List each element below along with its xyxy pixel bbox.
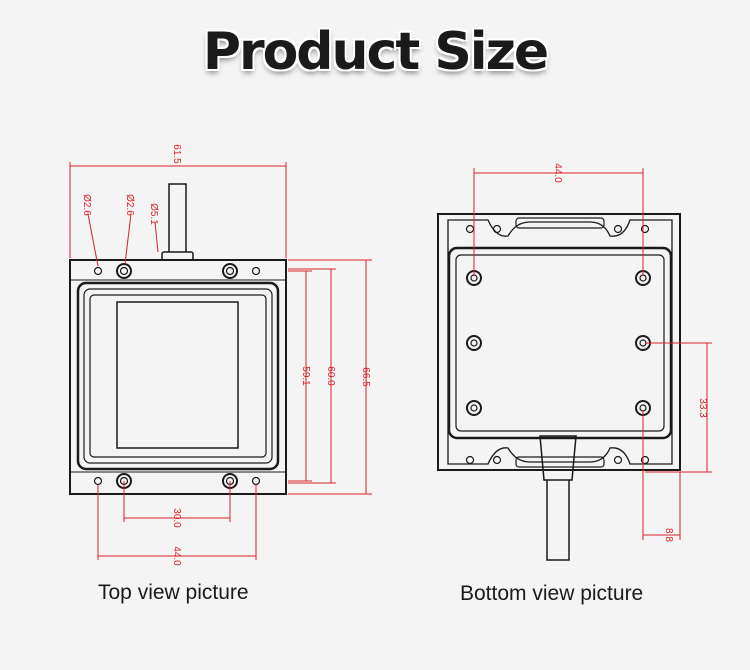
top-hole-small-label: Ø2.6 bbox=[81, 194, 92, 216]
bottom-width-label: 44.0 bbox=[552, 163, 563, 183]
page-title: Product Size bbox=[202, 22, 549, 82]
top-cable-label: Ø5.1 bbox=[148, 203, 159, 225]
top-view-lid-outer bbox=[76, 281, 280, 471]
top-view-lid-inner bbox=[83, 288, 273, 464]
top-mid-height-label: 60.0 bbox=[325, 366, 336, 386]
top-hole-pitch-label: 30.0 bbox=[171, 508, 182, 528]
top-width-label: 61.5 bbox=[171, 144, 182, 164]
bottom-view-cable-gland bbox=[539, 435, 577, 481]
top-inner-height-label: 59.1 bbox=[300, 366, 311, 386]
bottom-view-drawing bbox=[437, 213, 681, 561]
top-view-mount-holes bbox=[93, 263, 261, 489]
bottom-view-outer-body bbox=[437, 213, 681, 471]
top-view-cable-gland bbox=[161, 251, 194, 261]
top-hole-span-label: 44.0 bbox=[171, 546, 182, 566]
top-view-window bbox=[116, 301, 239, 449]
bottom-view-flange bbox=[447, 219, 673, 465]
top-outer-height-label: 66.5 bbox=[360, 367, 371, 387]
top-view-drawing bbox=[69, 183, 287, 495]
top-view-dimensions bbox=[69, 162, 372, 560]
top-view-cable bbox=[168, 183, 187, 255]
bottom-view-caption: Bottom view picture bbox=[460, 582, 644, 605]
top-view-lid-face bbox=[89, 294, 267, 458]
top-view-caption: Top view picture bbox=[98, 581, 249, 604]
top-view-outer-body bbox=[69, 259, 287, 495]
bottom-view-mount-holes bbox=[465, 224, 651, 465]
top-hole-large-label: Ø2.6 bbox=[124, 194, 135, 216]
bottom-view-panel bbox=[447, 246, 673, 440]
bottom-view-dimensions bbox=[473, 168, 712, 540]
bottom-edge-label: 8.8 bbox=[663, 528, 674, 542]
bottom-hole-pitch-label: 33.3 bbox=[697, 398, 708, 418]
